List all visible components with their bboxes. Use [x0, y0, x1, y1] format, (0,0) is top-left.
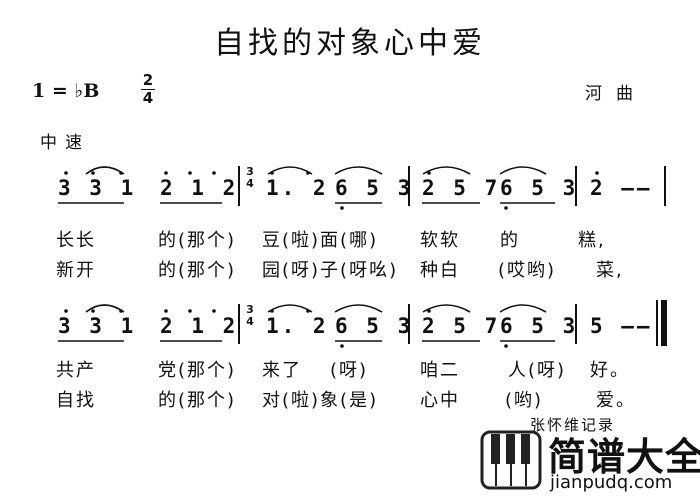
lyric: 种白: [420, 260, 460, 281]
piano-icon: [480, 430, 542, 490]
page-title: 自找的对象心中爱: [214, 26, 486, 61]
s2-measure-4: 6 5 3: [335, 314, 414, 338]
lyric: 新开: [56, 260, 96, 281]
lyric: 的: [500, 230, 520, 251]
lyric: 豆(啦)面(哪): [262, 230, 379, 251]
lyric: 爱。: [596, 390, 636, 411]
lyric: (哟): [505, 390, 544, 411]
lyric: 的(那个): [158, 260, 237, 281]
lyric: 好。: [590, 360, 630, 381]
lyric: 共产: [56, 360, 96, 381]
octave-dot: [427, 171, 431, 175]
lyric: 菜,: [596, 260, 624, 281]
lyric: 长长: [56, 230, 96, 251]
octave-dot: [164, 171, 168, 175]
barline: [575, 166, 577, 206]
octave-dot: [504, 344, 508, 348]
octave-dot: [119, 171, 123, 175]
octave-dot: [212, 171, 216, 175]
watermark-url: jianpudq.com: [550, 472, 673, 493]
octave-dot: [188, 309, 192, 313]
octave-dot: [64, 309, 68, 313]
lyric: 软软: [420, 230, 460, 251]
lyric: 心中: [420, 390, 460, 411]
lyric: 人(呀): [508, 360, 567, 381]
octave-dot: [504, 206, 508, 210]
octave-dot: [91, 309, 95, 313]
lyric: 自找: [56, 390, 96, 411]
s1-measure-3: 1. 2: [266, 176, 329, 200]
composer: 河曲: [585, 84, 647, 104]
recorder-credit: 张怀维记录: [530, 416, 616, 434]
octave-dot: [306, 171, 310, 175]
lyric: 党(那个): [158, 360, 237, 381]
barline: [408, 166, 410, 206]
barline: [664, 166, 666, 206]
watermark-logo: 简谱大全 jianpudq.com: [478, 428, 700, 494]
s1-measure-4: 6 5 3: [335, 176, 414, 200]
time-signature: 2 4: [140, 72, 156, 107]
s1-mid-meter-top: 3: [246, 165, 254, 178]
key-signature: 1 = ♭B: [32, 80, 100, 102]
lyric: (呀): [330, 360, 369, 381]
octave-dot: [64, 171, 68, 175]
octave-dot: [188, 171, 192, 175]
slur: [267, 304, 313, 313]
octave-dot: [212, 309, 216, 313]
octave-dot: [119, 309, 123, 313]
s2-mid-meter-bottom: 4: [246, 315, 254, 328]
s2-mid-meter-top: 3: [246, 303, 254, 316]
s1-measure-7: 2 ——: [590, 176, 653, 200]
final-barline-thick: [661, 300, 667, 346]
barline: [408, 304, 410, 344]
slur: [422, 304, 471, 313]
s2-measure-2: 2 1 2: [160, 314, 239, 338]
slur: [334, 304, 383, 313]
octave-dot: [595, 171, 599, 175]
octave-dot: [270, 309, 274, 313]
s2-measure-5: 2 5 7: [422, 314, 501, 338]
s1-mid-meter: 3 4: [245, 166, 255, 190]
lyric: 园(呀)子(呀吆): [262, 260, 399, 281]
time-signature-line: [141, 89, 155, 90]
final-barline-thin: [656, 300, 658, 346]
time-signature-bottom: 4: [142, 89, 154, 107]
barline: [238, 304, 240, 344]
s1-measure-6: 6 5 3: [500, 176, 579, 200]
lyric: 对(啦)象(是): [262, 390, 379, 411]
barline: [575, 304, 577, 344]
s1-measure-5: 2 5 7: [422, 176, 501, 200]
s2-measure-6: 6 5 3: [500, 314, 579, 338]
s2-measure-1: 3 3 1: [58, 314, 137, 338]
time-signature-top: 2: [142, 71, 154, 89]
tempo-marking: 中速: [40, 133, 90, 153]
s1-mid-meter-bottom: 4: [246, 177, 254, 190]
s2-mid-meter: 3 4: [245, 304, 255, 328]
lyric: 糕,: [578, 230, 606, 251]
s2-measure-3: 1. 2: [266, 314, 329, 338]
lyric: 的(那个): [158, 230, 237, 251]
s2-measure-7: 5 ——: [590, 314, 653, 338]
slur: [422, 166, 471, 175]
lyric: 咱二: [420, 360, 460, 381]
slur: [499, 304, 547, 313]
octave-dot: [340, 344, 344, 348]
slur: [267, 166, 313, 175]
lyric: 的(那个): [158, 390, 237, 411]
octave-dot: [427, 309, 431, 313]
s1-measure-2: 2 1 2: [160, 176, 239, 200]
watermark-brand: 简谱大全: [548, 435, 700, 479]
octave-dot: [306, 309, 310, 313]
lyric: (哎哟): [498, 260, 557, 281]
slur: [334, 166, 383, 175]
lyric: 来了: [262, 360, 302, 381]
s1-measure-1: 3 3 1: [58, 176, 137, 200]
octave-dot: [164, 309, 168, 313]
octave-dot: [91, 171, 95, 175]
octave-dot: [270, 171, 274, 175]
slur: [499, 166, 547, 175]
octave-dot: [340, 206, 344, 210]
barline: [238, 166, 240, 206]
